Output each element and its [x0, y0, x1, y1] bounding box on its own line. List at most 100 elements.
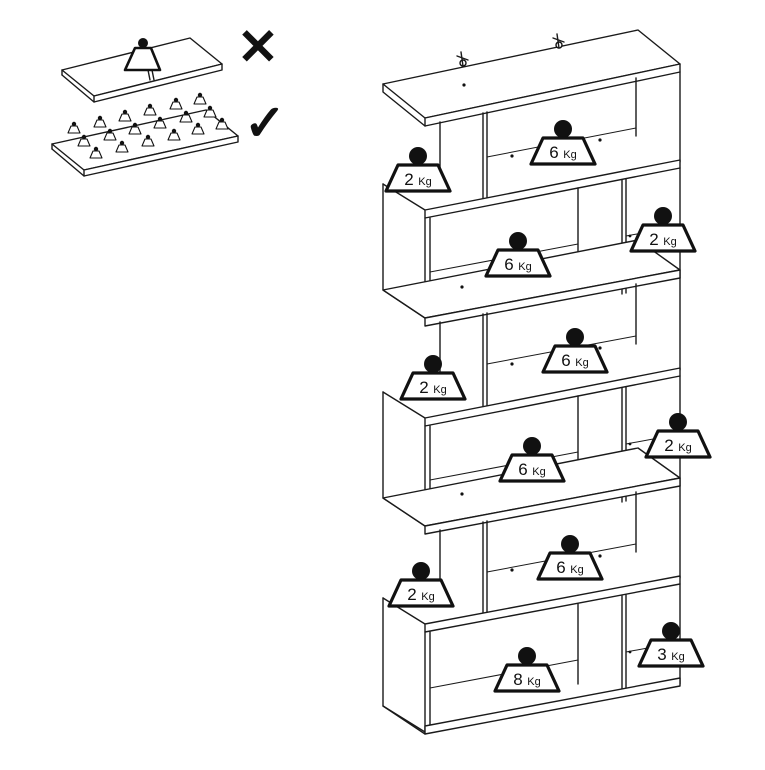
weight-body	[399, 371, 467, 401]
small-weight-icon	[179, 110, 193, 123]
weight-value: 3	[657, 645, 666, 664]
weight-value: 2	[407, 585, 416, 604]
screw-holes	[460, 83, 632, 654]
tier4-board-left	[382, 391, 426, 419]
weight-value: 6	[556, 558, 565, 577]
weight-knob-icon	[669, 413, 687, 431]
concentrated-weight-knob	[138, 38, 148, 48]
panel-front-edge	[93, 63, 223, 103]
small-weight-icon	[167, 128, 181, 141]
weight-value: 6	[549, 143, 558, 162]
small-weight-icon	[193, 92, 207, 105]
weight-value: 2	[649, 230, 658, 249]
base-board-left	[382, 705, 426, 735]
weight-unit: Kg	[433, 384, 446, 396]
small-weight-icon	[118, 109, 132, 122]
small-weight-icon	[169, 97, 183, 110]
weight-body	[644, 429, 712, 459]
weight-stem	[147, 69, 151, 81]
top-fitting-right	[552, 33, 565, 49]
weight-top-right-6: 6 Kg	[529, 120, 597, 166]
weight-knob-icon	[412, 562, 430, 580]
weight-tier3-left-2: 2 Kg	[399, 355, 467, 401]
weight-tier3-right-6: 6 Kg	[541, 328, 609, 374]
weight-knob-icon	[554, 120, 572, 138]
weight-unit: Kg	[418, 176, 431, 188]
weight-unit: Kg	[527, 676, 540, 688]
weight-knob-icon	[566, 328, 584, 346]
tier2-board-front	[424, 159, 681, 219]
weight-value: 6	[561, 351, 570, 370]
weight-body	[637, 638, 705, 668]
weight-unit: Kg	[563, 149, 576, 161]
small-weight-icon	[141, 134, 155, 147]
weight-knob-icon	[561, 535, 579, 553]
small-weight-icon	[115, 140, 129, 153]
small-weight-icon	[153, 116, 167, 129]
panel-front-edge	[83, 135, 239, 177]
weight-unit: Kg	[663, 236, 676, 248]
weight-value: 6	[504, 255, 513, 274]
wrong-cross-icon: ✕	[237, 19, 279, 75]
weight-tier2-center-6: 6 Kg	[484, 232, 552, 278]
bottom-board-front	[424, 575, 681, 633]
distributed-weights	[67, 92, 229, 159]
top-board-side	[382, 83, 426, 127]
weight-unit: Kg	[570, 564, 583, 576]
weight-knob-icon	[409, 147, 427, 165]
weight-body	[541, 344, 609, 374]
weight-unit: Kg	[518, 261, 531, 273]
right-load-example: ✓	[51, 92, 286, 177]
small-weight-icon	[103, 128, 117, 141]
weight-body	[387, 578, 455, 608]
weight-tier4-center-6: 6 Kg	[498, 437, 566, 483]
top-fitting-left	[456, 51, 469, 67]
weight-body	[536, 551, 604, 581]
panel-left-edge-bottom	[61, 74, 95, 103]
small-weight-icon	[89, 146, 103, 159]
weight-body	[629, 223, 697, 253]
weight-knob-icon	[509, 232, 527, 250]
weight-value: 2	[404, 170, 413, 189]
weight-bottom-center-8: 8 Kg	[493, 647, 561, 693]
wrong-load-example: ✕	[61, 19, 279, 103]
weight-body	[498, 453, 566, 483]
weight-knob-icon	[424, 355, 442, 373]
weight-knob-icon	[662, 622, 680, 640]
weight-unit: Kg	[532, 466, 545, 478]
weight-body	[529, 136, 597, 166]
small-weight-icon	[93, 115, 107, 128]
weight-top-left-2: 2 Kg	[384, 147, 452, 193]
small-weight-icon	[77, 134, 91, 147]
weight-body	[493, 663, 561, 693]
small-weight-icon	[215, 117, 229, 130]
small-weight-icon	[67, 121, 81, 134]
panel-left-edge-bottom	[51, 148, 85, 177]
weight-tier5-center-6: 6 Kg	[536, 535, 604, 581]
weight-tier5-left-2: 2 Kg	[387, 562, 455, 608]
right-check-icon: ✓	[244, 95, 286, 151]
weight-value: 2	[419, 378, 428, 397]
weight-stem	[151, 69, 155, 81]
small-weight-icon	[191, 122, 205, 135]
base-board-front	[424, 677, 681, 735]
weight-body	[484, 248, 552, 278]
weight-knob-icon	[518, 647, 536, 665]
weight-value: 8	[513, 670, 522, 689]
concentrated-weight	[123, 46, 162, 72]
weight-knob-icon	[654, 207, 672, 225]
weight-value: 6	[518, 460, 527, 479]
small-weight-icon	[128, 122, 142, 135]
weight-unit: Kg	[671, 651, 684, 663]
small-weight-icon	[143, 103, 157, 116]
weight-unit: Kg	[575, 357, 588, 369]
weight-value: 2	[664, 436, 673, 455]
weight-tier2-right-2: 2 Kg	[629, 207, 697, 253]
weight-knob-icon	[523, 437, 541, 455]
weight-unit: Kg	[421, 591, 434, 603]
weight-bottom-right-3: 3 Kg	[637, 622, 705, 668]
weight-body	[384, 163, 452, 193]
small-weight-icon	[203, 105, 217, 118]
